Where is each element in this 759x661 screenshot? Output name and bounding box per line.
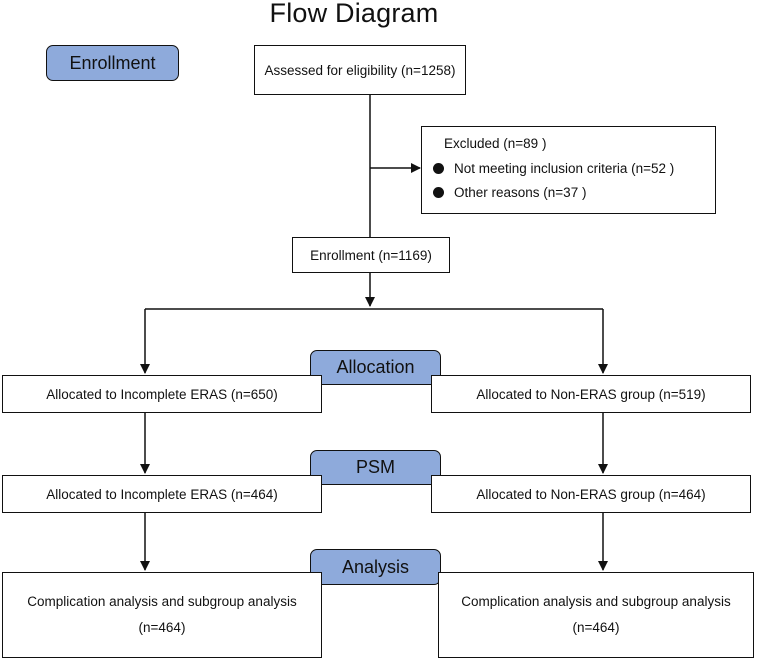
analysis-left-box: Complication analysis and subgroup analy… bbox=[2, 572, 322, 658]
bullet-icon bbox=[433, 163, 444, 174]
diagram-title: Flow Diagram bbox=[269, 0, 439, 28]
excluded-header: Excluded (n=89 ) bbox=[444, 136, 547, 151]
analysis-right-line2: (n=464) bbox=[572, 620, 620, 635]
stage-analysis-label: Analysis bbox=[341, 556, 410, 577]
excluded-item: Not meeting inclusion criteria (n=52 ) bbox=[433, 161, 674, 176]
excluded-box: Excluded (n=89 ) Not meeting inclusion c… bbox=[421, 126, 716, 214]
enrollment-box: Enrollment (n=1169) bbox=[292, 237, 450, 273]
stage-enrollment: Enrollment bbox=[46, 45, 179, 81]
analysis-left-line2: (n=464) bbox=[138, 620, 186, 635]
stage-analysis: Analysis bbox=[310, 549, 441, 585]
allocation-right-text: Allocated to Non-ERAS group (n=519) bbox=[476, 386, 706, 402]
excluded-item-text: Other reasons (n=37 ) bbox=[454, 185, 587, 200]
allocation-left-text: Allocated to Incomplete ERAS (n=650) bbox=[46, 386, 278, 402]
bullet-icon bbox=[433, 187, 444, 198]
assessed-box: Assessed for eligibility (n=1258) bbox=[254, 45, 466, 95]
psm-left-box: Allocated to Incomplete ERAS (n=464) bbox=[2, 475, 322, 513]
stage-psm-label: PSM bbox=[355, 457, 395, 477]
stage-allocation: Allocation bbox=[310, 350, 441, 385]
allocation-left-box: Allocated to Incomplete ERAS (n=650) bbox=[2, 375, 322, 413]
enrollment-text: Enrollment (n=1169) bbox=[310, 247, 432, 263]
analysis-left-line1: Complication analysis and subgroup analy… bbox=[27, 594, 297, 609]
stage-psm: PSM bbox=[310, 450, 441, 485]
psm-left-text: Allocated to Incomplete ERAS (n=464) bbox=[46, 486, 278, 502]
analysis-right-box: Complication analysis and subgroup analy… bbox=[438, 572, 754, 658]
psm-right-box: Allocated to Non-ERAS group (n=464) bbox=[431, 475, 751, 513]
psm-right-text: Allocated to Non-ERAS group (n=464) bbox=[476, 486, 706, 502]
allocation-right-box: Allocated to Non-ERAS group (n=519) bbox=[431, 375, 751, 413]
stage-allocation-label: Allocation bbox=[336, 357, 415, 377]
analysis-right-line1: Complication analysis and subgroup analy… bbox=[461, 594, 731, 609]
assessed-text: Assessed for eligibility (n=1258) bbox=[264, 62, 456, 78]
excluded-item: Other reasons (n=37 ) bbox=[433, 185, 586, 200]
stage-enrollment-label: Enrollment bbox=[69, 52, 156, 73]
excluded-item-text: Not meeting inclusion criteria (n=52 ) bbox=[454, 161, 675, 176]
